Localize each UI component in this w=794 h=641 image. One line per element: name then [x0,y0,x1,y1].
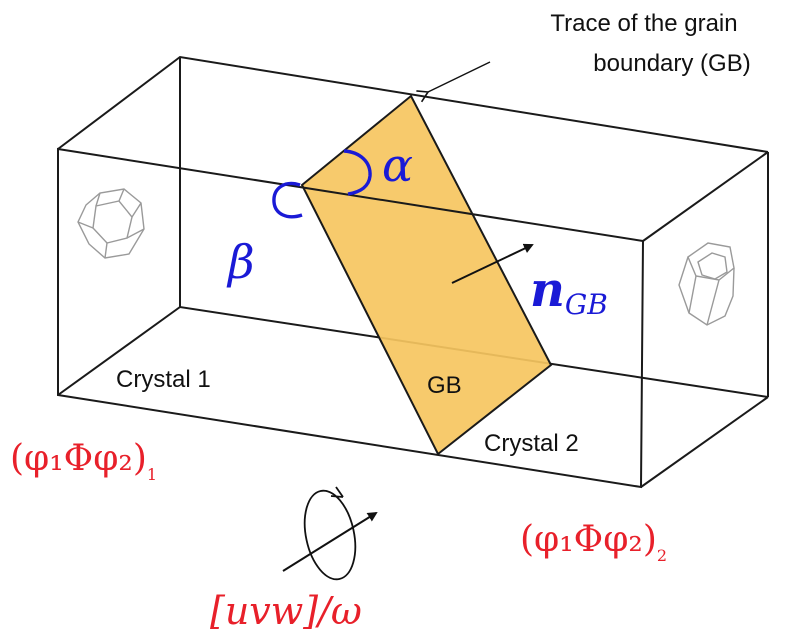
euler-angles-crystal-2: (φ₁Φφ₂)2 [520,519,667,565]
alpha-angle-arc [343,149,372,196]
crystal-2-label: Crystal 2 [484,430,579,457]
trace-label-line2: boundary (GB) [593,50,750,77]
box-front-edges [57,147,769,489]
euler-1-subscript: 1 [147,465,157,484]
crystal-1-label: Crystal 1 [116,366,211,393]
euler-2-subscript: 2 [657,546,667,565]
gb-label: GB [427,372,462,399]
box-back-edges [57,55,769,398]
crystal-2-shape [678,242,735,326]
trace-label-line1: Trace of the grain [550,10,737,37]
crystal-1-shape [77,188,145,259]
rotation-symbol [282,486,378,581]
normal-vector-label: nGB [530,262,608,321]
euler-2-main: (φ₁Φφ₂) [520,519,657,560]
normal-vector-subscript: GB [565,288,608,321]
beta-label: β [226,235,255,289]
normal-vector-arrow [451,243,534,284]
grain-boundary-plane [300,94,553,456]
beta-angle-arc [272,181,303,219]
euler-1-main: (φ₁Φφ₂) [10,438,147,479]
misorientation-label: [uvw]/ω [210,589,362,633]
alpha-label: α [382,138,413,192]
euler-angles-crystal-1: (φ₁Φφ₂)1 [10,438,157,484]
normal-vector-main: n [530,262,565,318]
trace-pointer-arrow [416,61,491,103]
